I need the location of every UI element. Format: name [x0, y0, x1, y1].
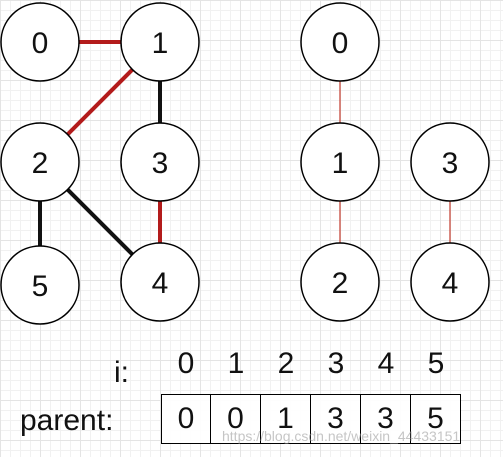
graph-node-circle — [0, 245, 80, 325]
graph-node-0: 0 — [0, 2, 80, 82]
index-row-label: i: — [114, 356, 129, 389]
graph-node-3: 3 — [120, 122, 200, 202]
tree-node-label: 3 — [442, 147, 459, 180]
graph-node-label: 3 — [152, 147, 169, 180]
tree-node-circle — [300, 122, 380, 202]
graph-node-label: 1 — [152, 27, 169, 60]
parent-cell-1: 0 — [211, 394, 261, 444]
parent-cell-3: 3 — [311, 394, 361, 444]
graph-edge-2-4 — [66, 188, 134, 256]
tree-node-circle — [410, 122, 490, 202]
graph-node-2: 2 — [0, 122, 80, 202]
graph-node-1: 1 — [120, 2, 200, 82]
watermark: https://blog.csdn.net/weixin_44433151 — [222, 428, 461, 444]
graph-node-circle — [120, 2, 200, 82]
tree-node-label: 4 — [442, 267, 459, 300]
graph-node-label: 4 — [152, 267, 169, 300]
tree-node-2: 2 — [300, 242, 380, 322]
tree-node-circle — [410, 242, 490, 322]
tree-node-0: 0 — [300, 2, 380, 82]
parent-cell-0: 0 — [161, 394, 211, 444]
tree-node-label: 1 — [332, 147, 349, 180]
index-value-5: 5 — [427, 347, 445, 380]
parent-cell-4: 3 — [361, 394, 411, 444]
graph-node-label: 2 — [32, 147, 49, 180]
graph-node-label: 5 — [32, 270, 49, 303]
index-value-1: 1 — [227, 347, 245, 380]
tree-node-label: 2 — [332, 267, 349, 300]
tree-node-circle — [300, 2, 380, 82]
graph-node-circle — [120, 122, 200, 202]
tree-node-3: 3 — [410, 122, 490, 202]
graph-node-5: 5 — [0, 245, 80, 325]
graph-edge-1-2 — [66, 68, 134, 136]
parent-cell-5: 5 — [411, 394, 461, 444]
graph-node-label: 0 — [32, 27, 49, 60]
tree-node-4: 4 — [410, 242, 490, 322]
graph-node-circle — [0, 2, 80, 82]
edges-layer — [38, 40, 451, 256]
index-value-3: 3 — [327, 347, 345, 380]
parent-row-label: parent: — [20, 404, 114, 437]
graph-node-4: 4 — [120, 242, 200, 322]
index-value-0: 0 — [177, 347, 195, 380]
tree-node-1: 1 — [300, 122, 380, 202]
parent-cell-2: 1 — [261, 394, 311, 444]
graph-node-circle — [120, 242, 200, 322]
index-value-2: 2 — [277, 347, 295, 380]
index-value-4: 4 — [377, 347, 395, 380]
nodes-layer: 0 1 2 3 4 5 0 1 2 3 4 — [0, 2, 490, 325]
tree-node-label: 0 — [332, 27, 349, 60]
graph-node-circle — [0, 122, 80, 202]
tree-node-circle — [300, 242, 380, 322]
